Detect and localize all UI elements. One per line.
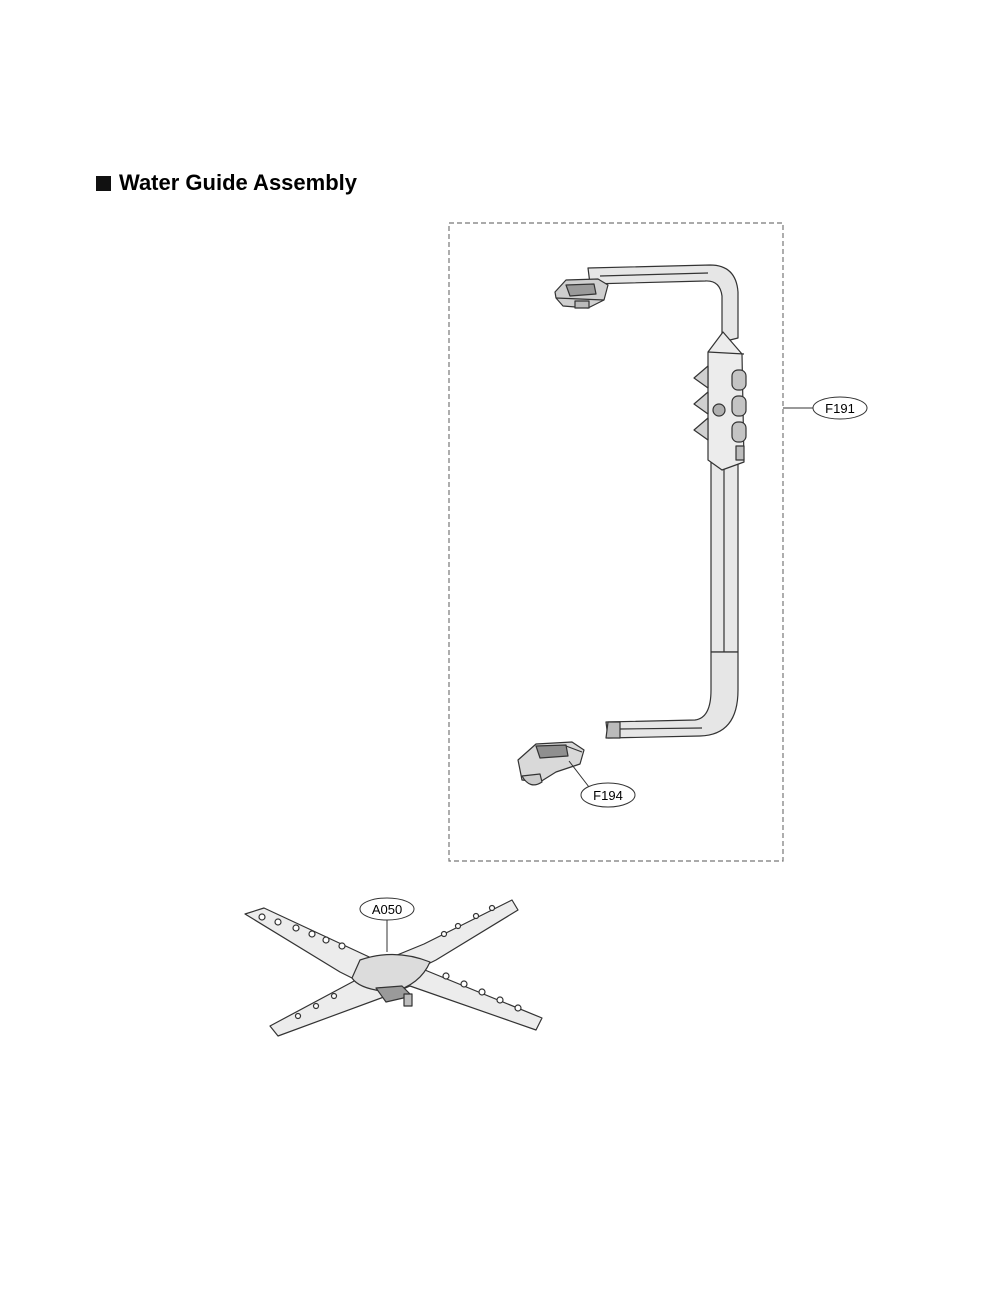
spray-arm-part[interactable] xyxy=(244,899,543,1037)
callout-f191: F191 xyxy=(783,396,868,420)
callout-f194-label: F194 xyxy=(593,788,623,803)
callout-a050-label: A050 xyxy=(372,902,402,917)
callout-f194: F194 xyxy=(568,760,636,808)
small-nozzle-part[interactable] xyxy=(517,741,585,786)
callout-f191-label: F191 xyxy=(825,401,855,416)
assembly-boundary-frame xyxy=(448,222,784,862)
square-bullet-icon xyxy=(96,175,111,191)
callout-a050: A050 xyxy=(359,897,415,952)
section-title: Water Guide Assembly xyxy=(96,170,357,196)
section-title-text: Water Guide Assembly xyxy=(119,170,357,195)
water-guide-part[interactable] xyxy=(554,264,747,739)
